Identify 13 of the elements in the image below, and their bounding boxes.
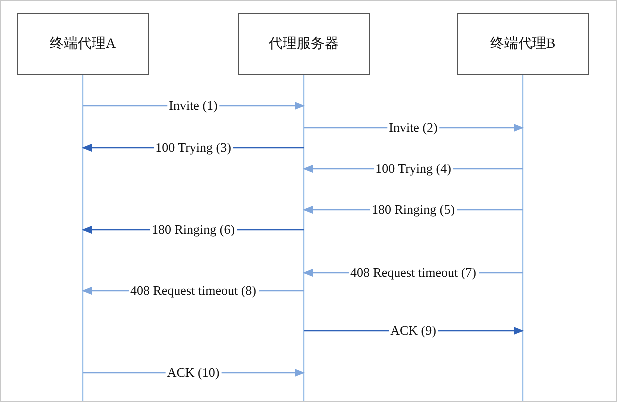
edge-label: 408 Request timeout (8) <box>128 284 258 298</box>
edge-label: 100 Trying (4) <box>374 162 454 176</box>
edge-label: ACK (9) <box>388 324 438 338</box>
participant-box: 终端代理A <box>17 13 149 75</box>
edge-label: 180 Ringing (6) <box>150 223 238 237</box>
edge-label: 408 Request timeout (7) <box>348 266 478 280</box>
participant-box: 终端代理B <box>457 13 589 75</box>
edge-label: ACK (10) <box>165 366 222 380</box>
edge-label: Invite (2) <box>387 121 440 135</box>
edge-label: Invite (1) <box>167 99 220 113</box>
edge-label: 180 Ringing (5) <box>370 203 458 217</box>
edge-label: 100 Trying (3) <box>154 141 234 155</box>
participant-box: 代理服务器 <box>238 13 370 75</box>
